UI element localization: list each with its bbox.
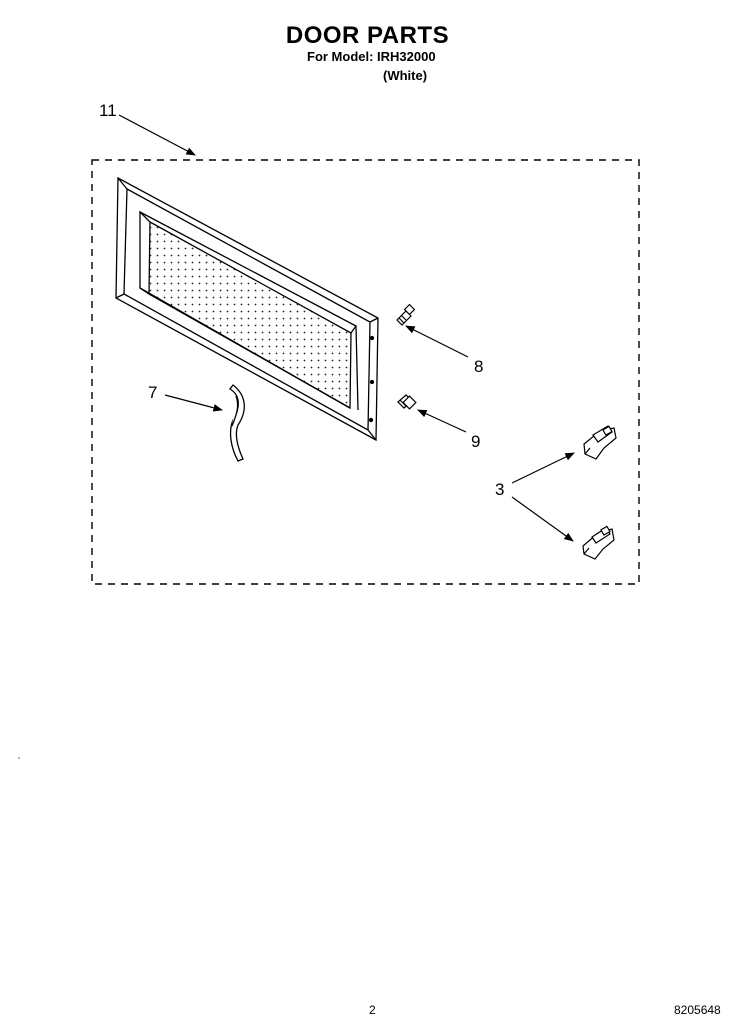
screw-bottom: [397, 394, 417, 410]
scan-speck: [18, 757, 20, 759]
hinge-lower: [582, 525, 615, 560]
leader-9: [417, 409, 467, 433]
callout-8: 8: [474, 357, 483, 376]
callout-3: 3: [495, 480, 504, 499]
leader-3-lower: [511, 496, 574, 542]
leader-8: [405, 325, 469, 358]
color-variant: (White): [383, 68, 428, 83]
page-number: 2: [369, 1003, 376, 1017]
leader-11: [118, 114, 196, 156]
leader-3-upper: [511, 452, 575, 484]
callout-9: 9: [471, 432, 480, 451]
door-handle: [229, 384, 245, 462]
page-title: DOOR PARTS: [285, 22, 450, 49]
assembly-boundary: [91, 159, 640, 585]
callout-7: 7: [148, 383, 157, 402]
screw-top: [396, 303, 416, 326]
model-label: For Model: IRH32000: [307, 49, 436, 64]
document-number: 8205648: [674, 1003, 721, 1017]
leader-7: [164, 394, 223, 412]
callout-11: 11: [99, 101, 117, 120]
leader-lines: [118, 114, 575, 542]
door-frame: [115, 176, 379, 442]
hinge-upper: [583, 425, 617, 460]
